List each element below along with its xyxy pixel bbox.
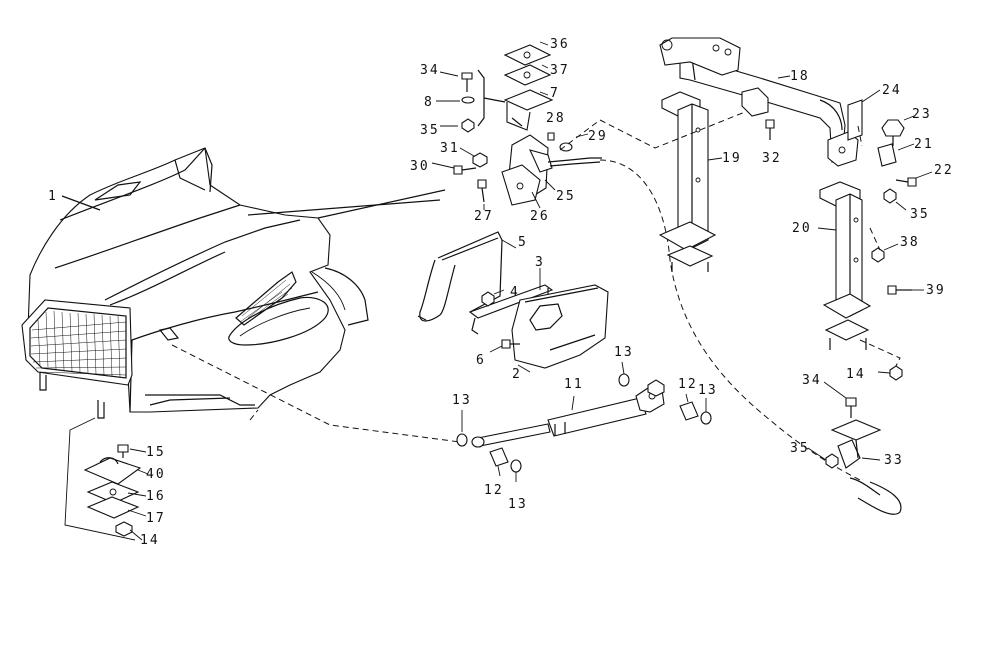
callout-12-left: 12 — [484, 483, 504, 498]
callout-34-top: 34 — [420, 63, 440, 78]
callout-31: 31 — [440, 141, 460, 156]
callout-33: 33 — [884, 453, 904, 468]
callout-7: 7 — [550, 86, 560, 101]
callout-labels: 1 2 3 4 5 6 7 8 11 12 12 13 13 13 13 14 … — [48, 37, 954, 548]
callout-5: 5 — [518, 235, 528, 250]
callout-14-right: 14 — [846, 367, 866, 382]
callout-22: 22 — [934, 163, 954, 178]
callout-1: 1 — [48, 189, 58, 204]
callout-24: 24 — [882, 83, 902, 98]
side-bracket-group — [417, 231, 609, 373]
callout-32: 32 — [762, 151, 782, 166]
callout-26: 26 — [530, 209, 550, 224]
callout-12-right: 12 — [678, 377, 698, 392]
latch-bracket-group — [431, 41, 589, 210]
callout-20: 20 — [792, 221, 812, 236]
callout-21: 21 — [914, 137, 934, 152]
callout-19: 19 — [722, 151, 742, 166]
callout-8: 8 — [424, 95, 434, 110]
callout-3: 3 — [535, 255, 545, 270]
side-vent-grille — [235, 271, 297, 326]
callout-4: 4 — [510, 285, 520, 300]
right-post — [817, 181, 872, 350]
callout-6: 6 — [476, 353, 486, 368]
callout-36: 36 — [550, 37, 570, 52]
right-hardware — [807, 115, 933, 469]
hood — [21, 147, 369, 419]
strut-hardware — [456, 361, 712, 482]
callout-13-left: 13 — [452, 393, 472, 408]
callout-27: 27 — [474, 209, 494, 224]
callout-39: 39 — [926, 283, 946, 298]
callout-11: 11 — [564, 377, 584, 392]
callout-16: 16 — [146, 489, 166, 504]
callout-29: 29 — [588, 129, 608, 144]
callout-35-right: 35 — [910, 207, 930, 222]
callout-34-right: 34 — [802, 373, 822, 388]
callout-35-top: 35 — [420, 123, 440, 138]
callout-37: 37 — [550, 63, 570, 78]
gas-strut — [471, 379, 665, 448]
callout-40: 40 — [146, 467, 166, 482]
callout-30: 30 — [410, 159, 430, 174]
callout-2: 2 — [512, 367, 522, 382]
callout-13-top: 13 — [614, 345, 634, 360]
callout-28: 28 — [546, 111, 566, 126]
hinge-group — [64, 417, 149, 541]
front-grille — [21, 299, 133, 386]
callout-23: 23 — [912, 107, 932, 122]
callout-25: 25 — [556, 189, 576, 204]
callout-35-bottom: 35 — [790, 441, 810, 456]
callout-13-right: 13 — [698, 383, 718, 398]
left-post — [658, 91, 723, 272]
callout-14-left: 14 — [140, 533, 160, 548]
callout-15: 15 — [146, 445, 166, 460]
cross-beam — [659, 37, 881, 167]
callout-13-bottom: 13 — [508, 497, 528, 512]
callout-38: 38 — [900, 235, 920, 250]
callout-17: 17 — [146, 511, 166, 526]
callout-18: 18 — [790, 69, 810, 84]
